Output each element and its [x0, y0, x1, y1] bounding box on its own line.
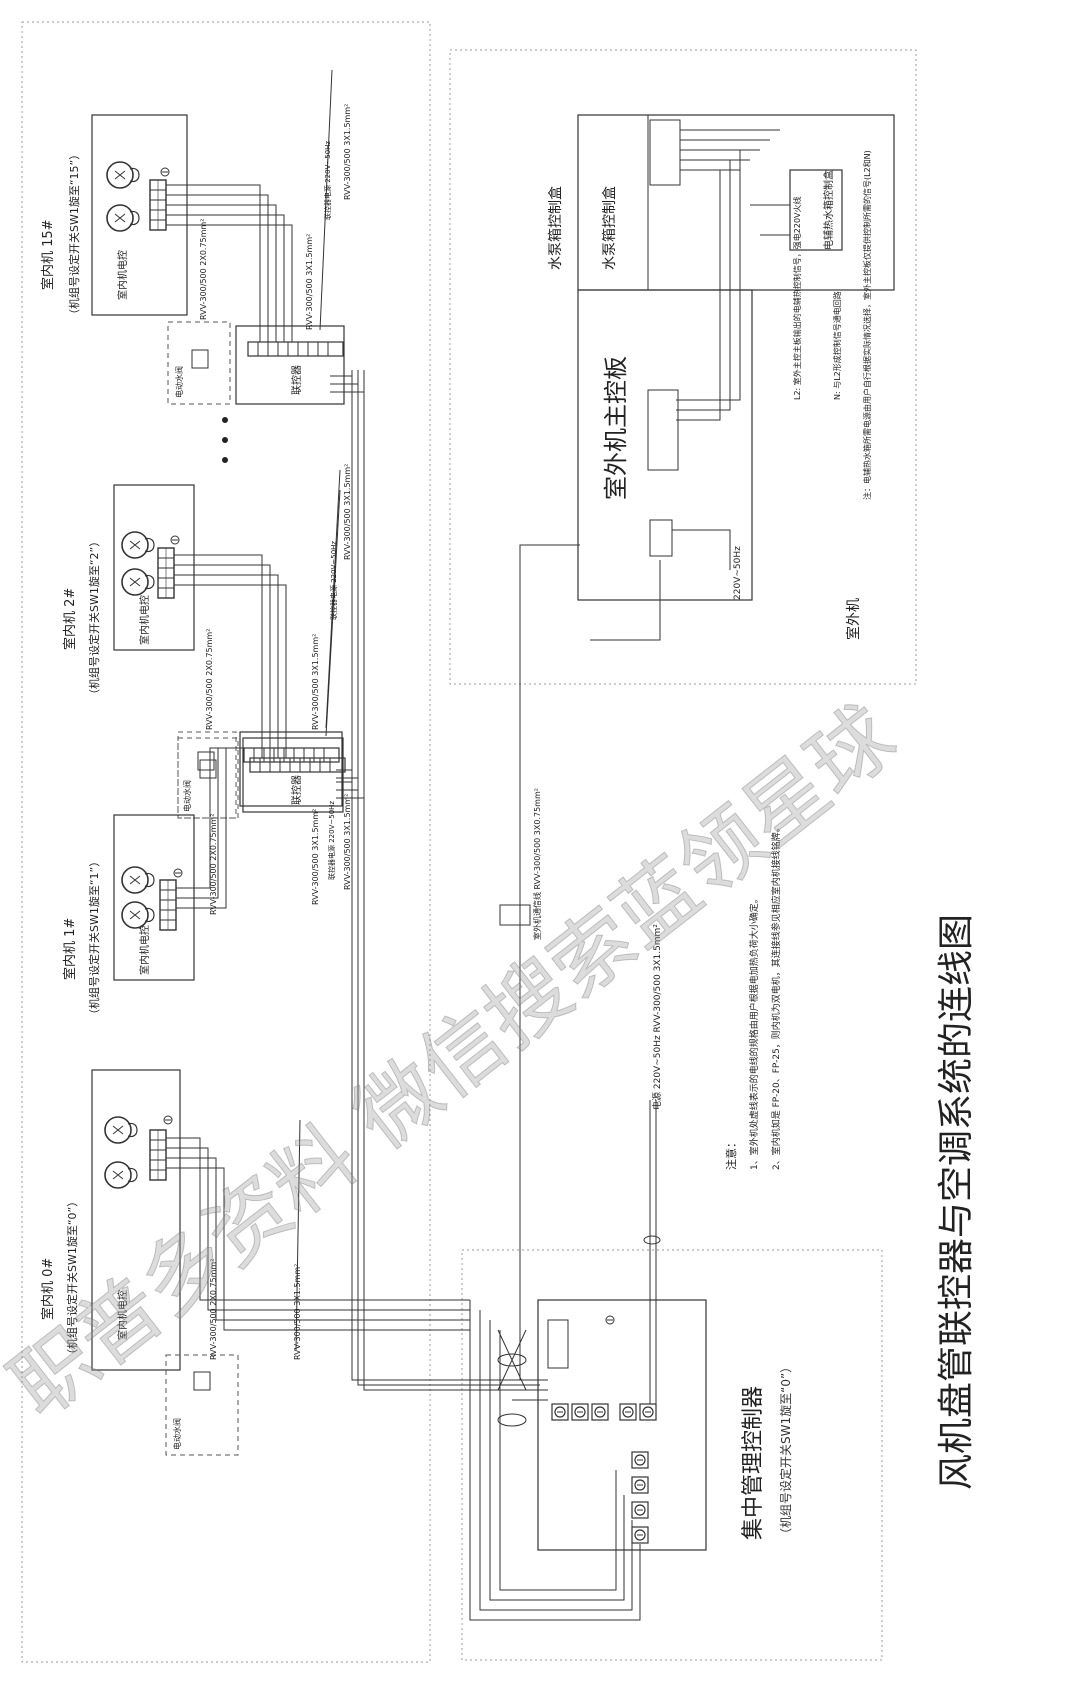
indoor-power-cable-2b: RVV-300/500 3X1.5mm²	[343, 464, 352, 560]
central-controller-frame	[461, 1249, 883, 1661]
comm-cable-label: 室外机通信线 RVV-300/500 3X0.75mm²	[532, 788, 542, 940]
valve-0	[165, 1354, 239, 1456]
pump-box-outer	[577, 114, 895, 291]
indoor-1-setting: （机组号设定开关SW1旋至“1”）	[87, 856, 101, 1020]
power-lines	[295, 69, 341, 1351]
indoor-cable-1: RVV-300/500 2X0.75mm²	[209, 814, 218, 915]
indoor-2-setting: （机组号设定开关SW1旋至“2”）	[87, 536, 101, 700]
indoor-region-frame	[21, 21, 431, 1663]
power-label-1: 联控器电源 220V~50Hz	[327, 801, 336, 880]
comm-cable-sleeve	[499, 904, 531, 926]
outdoor-wiring	[519, 129, 790, 1380]
indoor-2-name: 室内机 2#	[62, 588, 78, 650]
indoor-power-cable-1: RVV-300/500 3X1.5mm²	[311, 809, 320, 905]
diagram-title: 风机盘管联控器与空调系统的连线图	[936, 914, 977, 1490]
outdoor-power-small: 220V~50Hz	[733, 546, 743, 600]
outdoor-main-board-label: 室外机主控板	[602, 356, 630, 500]
n-note: N: 与L2形成控制信号通电回路	[832, 291, 842, 400]
note-1: 1、室外机处虚线表示的电线的规格由用户根据电加热负荷大小确定。	[748, 894, 760, 1170]
indoor-power-cable-1b: RVV-300/500 3X1.5mm²	[343, 794, 352, 890]
note-2: 2、室内机如是 FP-20、FP-25，则内机为双电机，其连接线参见相应室内机接…	[770, 823, 782, 1170]
central-controller-setting: （机组号设定开关SW1旋至“0”）	[778, 1361, 793, 1540]
notes-heading: 注意：	[724, 1137, 738, 1170]
link-controller-label-2: 联控器	[290, 775, 303, 805]
indoor-15-name: 室内机 15#	[40, 219, 56, 290]
pump-box-outer-label: 水泵箱控制盒	[547, 186, 564, 270]
indoor-power-cable-15b: RVV-300/500 3X1.5mm²	[343, 104, 352, 200]
indoor-cable-2: RVV-300/500 2X0.75mm²	[205, 629, 214, 730]
central-controller-label: 集中管理控制器	[741, 1386, 766, 1540]
indoor-power-cable-0: RVV-300/500 3X1.5mm²	[293, 1264, 302, 1360]
lc1-frame	[239, 731, 343, 807]
power-label-2: 联控器电源 220V~50Hz	[329, 541, 338, 620]
indoor-15-setting: （机组号设定开关SW1旋至“15”）	[67, 149, 81, 320]
indoor-1-controls	[238, 730, 344, 806]
pump-box-inner-label: 水泵箱控制盒	[601, 186, 618, 270]
indoor-power-cable-2: RVV-300/500 3X1.5mm²	[311, 634, 320, 730]
indoor-cable-0: RVV-300/500 2X0.75mm²	[209, 1259, 218, 1360]
link-controller-2	[242, 737, 344, 813]
electric-heat-box-label: 电辅热水箱控制盒	[822, 170, 835, 250]
indoor-power-cable-15: RVV-300/500 3X1.5mm²	[305, 234, 314, 330]
outdoor-main-board	[577, 289, 753, 601]
link-controller-label-15: 联控器	[290, 365, 303, 395]
indoor-control-2: 室内机电控	[138, 595, 151, 645]
valve-label-0: 电动水阀	[172, 1418, 182, 1450]
indoor-unit-2-box	[113, 484, 195, 651]
indoor-1-name: 室内机 1#	[62, 918, 78, 980]
indoor-unit-0	[91, 1069, 239, 1456]
power-label-15: 联控器电源 220V~50Hz	[323, 141, 332, 220]
l2-note: L2: 室外主控主板输出的电辅热控制信号，强电220V火线	[792, 196, 802, 400]
link-trunk	[330, 370, 540, 1391]
indoor-0-setting: （机组号设定开关SW1旋至“0”）	[65, 1196, 79, 1360]
indoor-0-name: 室内机 0#	[40, 1258, 56, 1320]
outdoor-power-label: 电源 220V~50Hz RVV-300/500 3X1.5mm²	[651, 924, 663, 1110]
indoor-control-15: 室内机电控	[116, 250, 129, 300]
indoor-unit-0-box	[91, 1069, 181, 1371]
valve-label-2: 电动水阀	[182, 780, 192, 812]
heat-note: 注：电辅热水箱所需电源由用户自行根据实际情况选择，室外主控板仅提供控制所需的信号…	[862, 150, 872, 500]
indoor-unit-2	[113, 484, 346, 819]
central-wiring	[469, 1100, 661, 1621]
valve-label-15: 电动水阀	[174, 366, 184, 398]
valve-2	[177, 737, 239, 819]
indoor-wiring	[166, 184, 470, 1331]
central-terminals	[547, 1315, 657, 1544]
indoor-control-1: 室内机电控	[138, 925, 151, 975]
indoor-control-0: 室内机电控	[116, 1290, 129, 1340]
electric-heat-box	[789, 169, 843, 251]
indoor-cable-15: RVV-300/500 2X0.75mm²	[199, 219, 208, 320]
valve-15	[167, 321, 231, 405]
outdoor-unit-label: 室外机	[845, 598, 862, 640]
central-controller-box	[537, 1299, 707, 1551]
valve-1	[177, 731, 237, 819]
link-controller-1-outline	[238, 730, 344, 808]
link-controller-15	[235, 325, 345, 405]
